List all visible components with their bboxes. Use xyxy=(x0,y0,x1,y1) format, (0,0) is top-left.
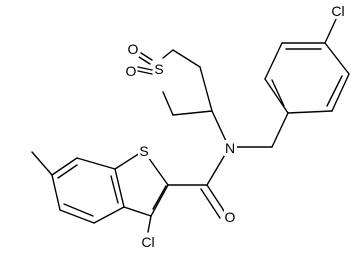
bond xyxy=(31,151,53,176)
bond xyxy=(324,16,338,44)
bond xyxy=(264,78,289,114)
bond xyxy=(271,79,285,107)
atom-labels: Cl S O O N S O Cl xyxy=(125,3,347,250)
bond xyxy=(200,188,221,219)
bond xyxy=(211,110,227,142)
bond xyxy=(63,203,94,217)
atom-thiophene-sulfur: S xyxy=(139,143,148,159)
bond xyxy=(162,91,174,116)
bond xyxy=(93,206,125,224)
bond xyxy=(76,157,116,170)
bond xyxy=(206,152,227,186)
bond xyxy=(110,175,119,204)
bonds xyxy=(31,16,350,233)
bond xyxy=(162,49,174,59)
bond xyxy=(138,56,151,65)
bond xyxy=(57,164,78,179)
atom-sulfone-sulfur: S xyxy=(154,61,163,77)
bond xyxy=(206,184,227,215)
bond xyxy=(150,184,169,217)
bond xyxy=(172,110,213,116)
bond xyxy=(114,152,141,170)
atom-sulfone-oxygen-2: O xyxy=(126,63,137,79)
bond xyxy=(152,185,167,210)
bond xyxy=(51,174,61,211)
bond xyxy=(331,73,350,112)
bond xyxy=(172,49,201,68)
bond xyxy=(264,42,283,80)
bond xyxy=(140,52,153,61)
bond xyxy=(199,66,213,112)
bond xyxy=(59,209,95,224)
bond xyxy=(137,70,153,75)
atom-sulfone-oxygen-1: O xyxy=(128,41,139,57)
atom-chlorine-thiophene: Cl xyxy=(141,234,154,250)
bond xyxy=(326,75,343,107)
atom-amide-nitrogen: N xyxy=(225,140,235,156)
bond xyxy=(123,206,152,217)
bond xyxy=(137,66,153,71)
bond xyxy=(287,110,333,114)
bond xyxy=(147,215,152,233)
bond xyxy=(51,157,78,176)
bond xyxy=(147,156,169,186)
bond xyxy=(114,168,125,208)
bond xyxy=(271,112,289,148)
atom-chlorine-para: Cl xyxy=(331,3,344,19)
atom-carbonyl-oxygen: O xyxy=(225,209,236,225)
bond xyxy=(324,42,350,75)
